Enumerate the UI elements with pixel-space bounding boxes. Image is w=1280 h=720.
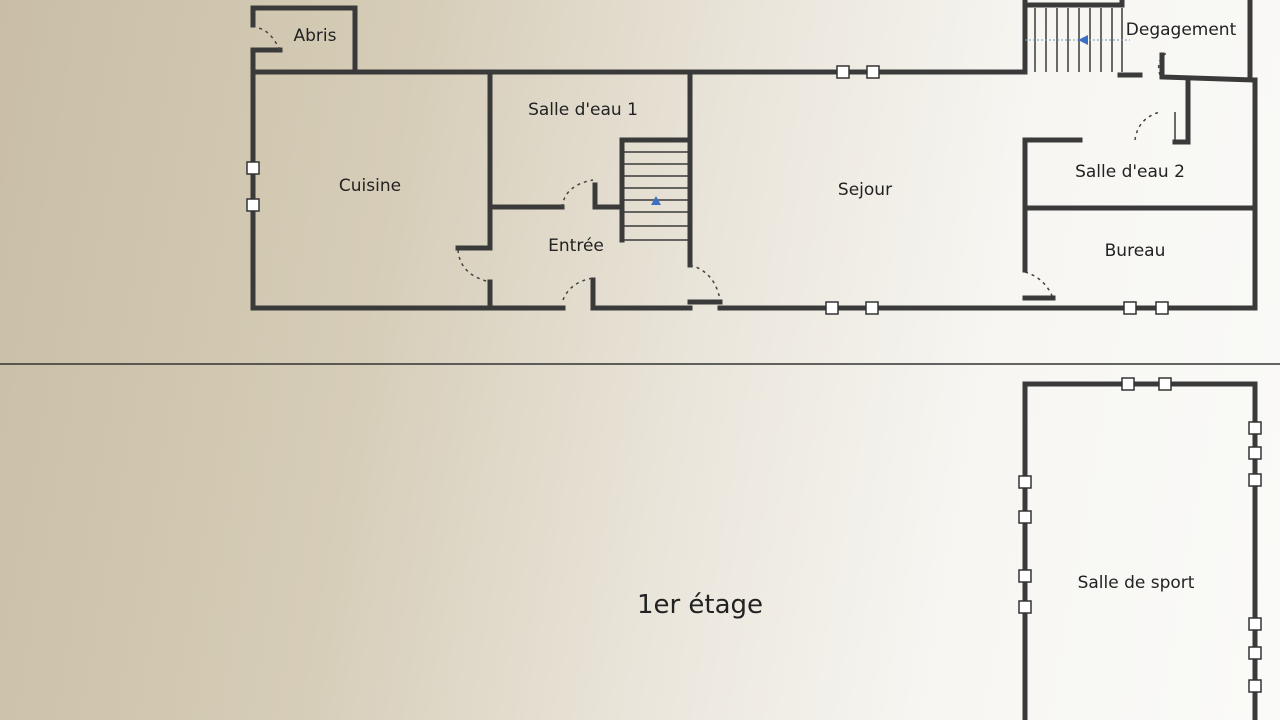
- room-label-abris: Abris: [293, 26, 337, 46]
- room-label-degagement: Degagement: [1125, 20, 1237, 40]
- room-label-cuisine: Cuisine: [338, 176, 402, 196]
- room-label-sejour: Sejour: [837, 180, 893, 200]
- room-label-salle-sport: Salle de sport: [1077, 573, 1195, 593]
- stair-arrow-icon-2: [1078, 35, 1088, 45]
- room-label-salle-eau-1: Salle d'eau 1: [528, 100, 638, 120]
- upper-floor-walls: [1018, 377, 1262, 720]
- room-label-bureau: Bureau: [1104, 241, 1166, 261]
- room-label-salle-eau-2: Salle d'eau 2: [1075, 162, 1185, 182]
- room-label-entree: Entrée: [548, 236, 604, 256]
- ground-floor-walls: [250, 0, 1258, 311]
- stair-arrow-icon: [651, 196, 661, 205]
- floor-label: 1er étage: [636, 590, 764, 620]
- windows: [246, 65, 1169, 315]
